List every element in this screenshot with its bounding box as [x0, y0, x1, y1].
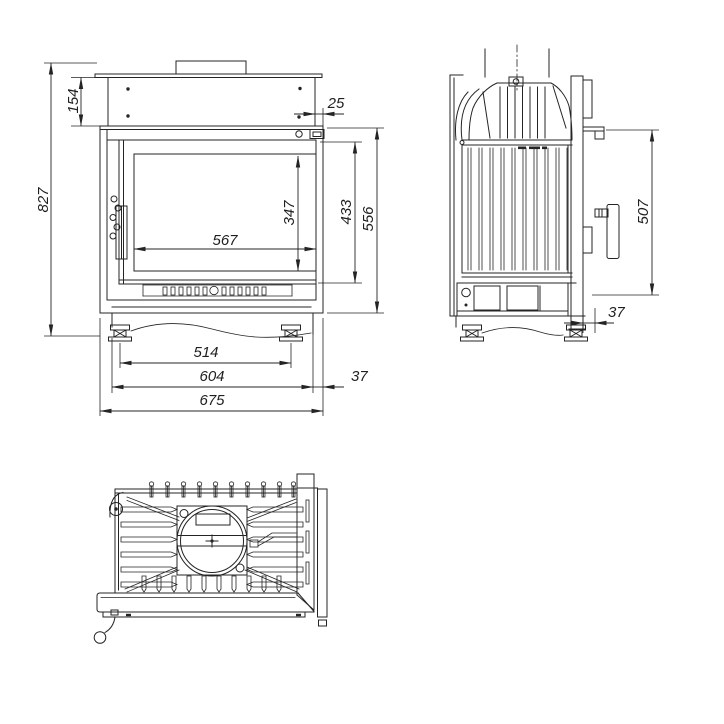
flue-outlet-outer	[176, 505, 248, 577]
dim-overall-width: 675	[99, 318, 324, 416]
flue-outlet-inner	[180, 509, 244, 573]
pull-hook	[104, 616, 116, 634]
hinge-pin	[109, 232, 117, 240]
frame-corner-foot	[318, 619, 327, 627]
side-bottom-section	[449, 272, 588, 342]
screw-dot	[126, 114, 130, 118]
hinge-tab	[109, 491, 124, 518]
screw-dot	[298, 86, 302, 91]
dim-glass-width: 567	[133, 232, 317, 252]
chimney-stub	[175, 60, 247, 75]
door-and-glass	[118, 139, 317, 285]
deflector-arc	[460, 88, 480, 141]
dim-frame-to-body-top: 25	[294, 95, 345, 126]
bolt-hole	[179, 509, 189, 518]
adjustable-foot	[564, 324, 588, 342]
hinge-pin	[109, 214, 117, 221]
latch-detail	[309, 129, 325, 139]
dim-glass-height: 347	[281, 155, 301, 272]
side-door-handle	[594, 204, 620, 259]
screw-dot	[126, 87, 130, 91]
ledge-block	[594, 130, 605, 140]
mounting-bracket-top	[582, 79, 593, 119]
adjustable-foot	[460, 324, 484, 342]
casting-mark	[518, 146, 526, 150]
front-view: 827 154 25 567 347 433	[35, 60, 384, 416]
side-pin	[459, 140, 465, 145]
bolt-hole	[235, 563, 245, 573]
latch-detail-inner	[312, 131, 322, 137]
hinge-pin	[110, 195, 118, 203]
dim-label-overall-width: 675	[199, 392, 225, 409]
lifting-eye-hole	[512, 78, 520, 85]
side-frame-bar	[568, 75, 605, 330]
vent-grille	[142, 284, 293, 297]
hinge-pivot	[109, 502, 123, 516]
lip-clip	[296, 613, 301, 617]
dim-label-glass-width: 567	[212, 232, 238, 249]
dim-label-door-height: 433	[338, 199, 355, 225]
dim-firebox-height: 556	[327, 127, 384, 314]
dim-side-frame-height: 507	[592, 129, 659, 296]
mounting-bracket-bottom	[582, 226, 593, 254]
break-line	[130, 323, 312, 338]
flue-pipe	[484, 44, 550, 91]
side-body	[449, 74, 573, 317]
dim-label-firebox-height: 556	[360, 206, 377, 232]
top-braces	[124, 496, 300, 593]
top-lip	[94, 73, 323, 78]
dim-label-hood-height: 154	[65, 88, 82, 113]
cold-handle-pull	[93, 609, 119, 644]
air-control-knob	[209, 285, 219, 296]
dim-overall-height: 827	[35, 62, 100, 337]
top-view	[93, 473, 328, 644]
screw-dot	[297, 115, 301, 119]
lip-clip	[126, 613, 131, 617]
ash-pan-knob	[461, 287, 471, 298]
base-and-feet	[108, 312, 314, 342]
top-plate	[109, 481, 298, 594]
dim-door-height: 433	[318, 141, 362, 284]
pull-mount	[110, 609, 119, 616]
deflector-arc	[455, 91, 469, 141]
damper-plate	[195, 513, 231, 526]
pull-ring	[93, 631, 107, 644]
dim-hood-height: 154	[65, 77, 104, 127]
side-view: 507 37	[449, 44, 659, 342]
top-handle-rod	[249, 532, 297, 548]
front-frame	[99, 125, 325, 314]
adjustable-foot-right	[279, 324, 303, 342]
casting-mark	[529, 146, 540, 150]
dim-label-frame-to-body-top: 25	[327, 95, 345, 112]
lifting-eye	[508, 76, 524, 87]
dim-label-feet-spacing: 514	[193, 344, 218, 361]
dim-frame-overhang: 37	[313, 318, 368, 416]
dim-label-frame-overhang: 37	[351, 368, 368, 385]
dim-label-overall-height: 827	[35, 187, 52, 213]
break-line	[481, 327, 564, 336]
dim-feet-spacing: 514	[119, 343, 292, 368]
top-right-frame-leg	[296, 473, 328, 627]
dim-label-side-frame-height: 507	[635, 199, 652, 225]
dim-side-frame-offset: 37	[564, 304, 625, 333]
top-front-frame-bar	[96, 592, 315, 618]
dim-body-width: 604	[111, 318, 314, 393]
hinge-pin	[114, 204, 122, 212]
dim-label-body-width: 604	[199, 368, 224, 385]
center-mark	[210, 539, 214, 543]
hinge-pin	[113, 223, 121, 231]
dim-label-glass-height: 347	[281, 200, 298, 226]
door-handle	[109, 195, 128, 260]
flue-collar	[176, 505, 248, 577]
pilot-hole	[295, 130, 303, 138]
casting-mark	[542, 146, 547, 150]
side-fins	[467, 146, 568, 271]
dim-label-side-frame-offset: 37	[608, 304, 625, 321]
top-heat-box	[107, 77, 316, 127]
